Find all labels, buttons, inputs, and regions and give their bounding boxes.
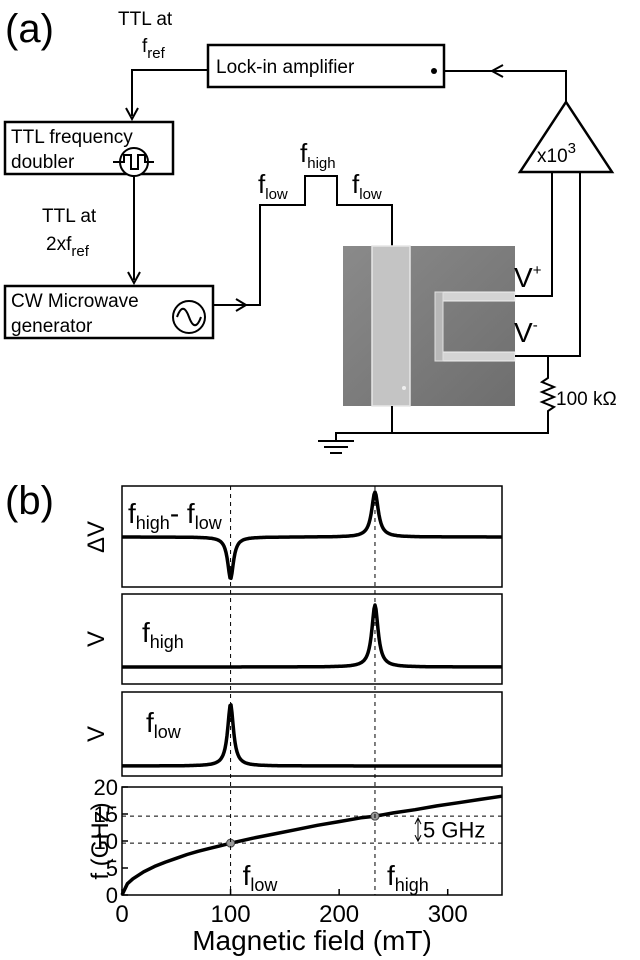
resistor-label: 100 kΩ — [556, 389, 617, 410]
ttl-ref-label: TTL at — [118, 9, 173, 30]
voltage-probe-upper — [434, 291, 516, 302]
wire-amplifier-to-lockin — [444, 70, 567, 102]
lockin-amplifier-label: Lock-in amplifier — [216, 57, 355, 78]
f-low-right-sub: low — [359, 186, 382, 203]
f-high-top-label: fhigh — [300, 138, 336, 172]
low-sub: low — [154, 722, 182, 742]
f-high-top-main: f — [300, 138, 308, 168]
resistor-ground-wire — [335, 356, 557, 440]
arrow-generator-output — [235, 298, 248, 312]
doubler-label-line1: TTL frequency — [11, 127, 133, 148]
y-tick-label-20: 20 — [94, 775, 118, 800]
f-low-left-sub: low — [265, 186, 288, 203]
wire-vplus-to-amplifier — [515, 172, 553, 297]
probe-bridge — [434, 291, 444, 362]
diff-f2: f — [187, 498, 195, 529]
dispersion-curve — [120, 794, 503, 896]
wire-generator-to-waveguide — [213, 175, 393, 306]
amplifier-gain: x103 — [537, 140, 576, 167]
signal-frame-low — [121, 691, 503, 777]
f-low-left-label: flow — [258, 169, 288, 203]
v-plus-main: V — [514, 262, 533, 293]
f-low-right-label: flow — [352, 169, 382, 203]
doubler-label-line2: doubler — [11, 152, 75, 173]
f-high-plot-sub: high — [395, 875, 429, 895]
diff-s1: high — [136, 513, 170, 533]
f-low-plot-label: flow — [243, 860, 279, 895]
low-f: f — [146, 707, 154, 738]
v-minus-sup: - — [533, 317, 538, 334]
x-tick-label-0: 0 — [115, 901, 128, 928]
v-ylabel-high: V — [83, 631, 110, 647]
panel-b-label: (b) — [5, 479, 54, 523]
f-low-plot-sub: low — [250, 875, 278, 895]
difference-signal-label: fhigh- flow — [128, 498, 223, 533]
lockin-input-terminal — [431, 68, 437, 74]
generator-label-line1: CW Microwave — [11, 291, 139, 312]
high-sub: high — [150, 632, 184, 652]
voltage-probe-lower — [434, 351, 516, 362]
ttl-2x-f: 2xf — [46, 234, 72, 255]
low-signal-label: flow — [146, 707, 182, 742]
ttl-ref-freq: fref — [142, 36, 166, 62]
diff-dash: - — [170, 498, 187, 529]
arrow-into-doubler — [125, 107, 139, 122]
amplifier-gain-main: x10 — [537, 146, 568, 167]
gap-annotation: 5 GHz — [423, 818, 485, 843]
device-micrograph — [343, 246, 515, 406]
low-signal-trace — [121, 703, 503, 768]
diff-s2: low — [195, 513, 223, 533]
v-plus-sup: + — [533, 262, 542, 279]
micrograph-particle — [402, 386, 406, 390]
high-f: f — [142, 617, 150, 648]
signal-frame-high — [121, 593, 503, 685]
f-low-left-main: f — [258, 169, 266, 199]
y-tick-label-10: 10 — [94, 829, 118, 854]
ttl-2x-label: TTL at — [42, 206, 97, 227]
f-high-top-sub: high — [307, 155, 335, 172]
y-axis-label: f (GHz) — [87, 802, 114, 879]
v-ylabel-low: V — [83, 726, 110, 742]
wire-lockin-to-doubler — [131, 69, 208, 116]
wire-vminus-to-amplifier — [515, 172, 581, 357]
x-tick-label-100: 100 — [211, 901, 251, 928]
y-tick-label-5: 5 — [106, 856, 118, 881]
f-high-plot-label: fhigh — [387, 860, 429, 895]
ttl-2x-sub: ref — [71, 243, 89, 260]
sine-glyph — [176, 307, 202, 327]
y-tick-label-0: 0 — [106, 883, 118, 908]
v-plus-label: V+ — [514, 262, 542, 293]
coplanar-waveguide-strip — [371, 245, 411, 407]
ttl-2x-freq: 2xfref — [46, 234, 90, 260]
f-low-plot-main: f — [243, 860, 251, 891]
ttl-ref-sub: ref — [147, 45, 165, 62]
delta-v-ylabel: ΔV — [83, 521, 110, 553]
diff-f1: f — [128, 498, 136, 529]
gap-arrow-heads — [414, 817, 422, 843]
x-tick-label-200: 200 — [319, 901, 359, 928]
high-signal-trace — [121, 603, 503, 669]
high-signal-label: fhigh — [142, 617, 184, 652]
panel-a-label: (a) — [5, 7, 54, 51]
x-axis-label: Magnetic field (mT) — [192, 925, 432, 956]
x-tick-label-300: 300 — [428, 901, 468, 928]
square-wave-glyph — [113, 154, 154, 170]
difference-signal-trace — [121, 490, 503, 581]
f-high-plot-main: f — [387, 860, 395, 891]
arrow-into-lockin — [489, 64, 504, 78]
y-tick-label-15: 15 — [94, 802, 118, 827]
v-minus-label: V- — [514, 317, 538, 348]
generator-label-line2: generator — [11, 316, 93, 337]
ttl-ref-f: f — [142, 36, 148, 57]
v-minus-main: V — [514, 317, 533, 348]
lockin-amplifier-box — [206, 43, 446, 89]
arrow-into-generator — [127, 271, 141, 286]
amplifier-triangle — [517, 99, 615, 174]
f-low-right-main: f — [352, 169, 360, 199]
amplifier-gain-sup: 3 — [568, 140, 576, 157]
ground-icon — [318, 440, 354, 454]
